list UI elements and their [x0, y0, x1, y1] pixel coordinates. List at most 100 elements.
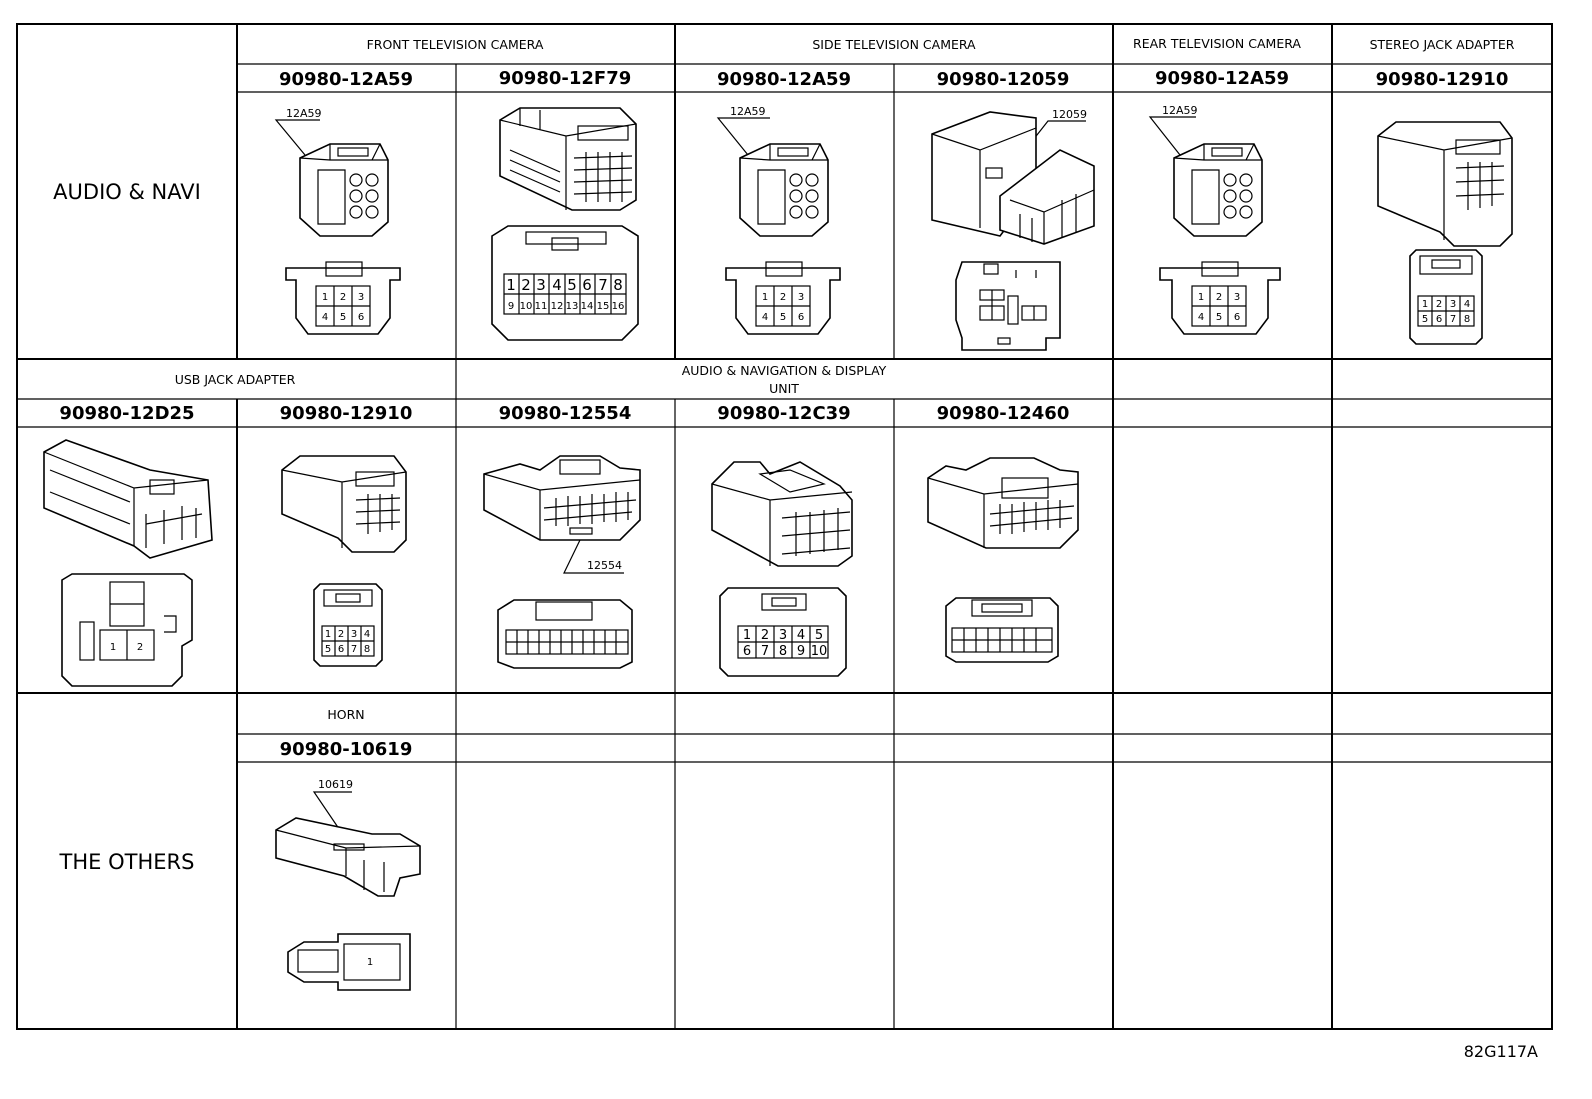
pin-2: 2 [340, 292, 346, 303]
pin-face-view: 1 2 3 4 5 6 7 8 [313, 583, 383, 667]
header-front-camera: FRONT TELEVISION CAMERA [367, 37, 544, 52]
pin-1: 1 [1422, 299, 1428, 310]
pin-3: 3 [536, 276, 546, 294]
pin-6: 6 [798, 312, 804, 323]
pin-face-view: 1 2 3 4 5 6 7 8 9 10 11 12 13 14 15 16 [491, 225, 639, 341]
part-number-front-1: 90980-12A59 [279, 69, 413, 90]
pin-5: 5 [1422, 314, 1428, 325]
connector-12910-usb: 1 2 3 4 5 6 7 8 [281, 455, 407, 667]
connector-12554: 12554 [483, 455, 641, 669]
header-stereo-jack: STEREO JACK ADAPTER [1370, 37, 1515, 52]
pin-5: 5 [815, 628, 823, 643]
pin-5: 5 [325, 644, 331, 655]
pin-1: 1 [743, 628, 751, 643]
pin-face-view: 1 2 3 4 5 6 [1159, 261, 1281, 335]
pin-6: 6 [358, 312, 364, 323]
pin-4: 4 [364, 629, 370, 640]
header-horn: HORN [327, 707, 364, 722]
header-audio-nav-line2: UNIT [769, 381, 799, 396]
leader-tag: 12554 [587, 559, 622, 572]
part-number-stereo: 90980-12910 [1376, 69, 1509, 90]
pin-3: 3 [351, 629, 357, 640]
pin-14: 14 [581, 301, 594, 312]
pin-12: 12 [551, 301, 564, 312]
pin-11: 11 [535, 301, 548, 312]
pin-6: 6 [582, 276, 592, 294]
pin-face-view: 1 2 3 4 5 6 [285, 261, 401, 335]
pin-6: 6 [1436, 314, 1442, 325]
pin-2: 2 [1436, 299, 1442, 310]
leader-tag: 12A59 [286, 107, 322, 120]
pin-6: 6 [338, 644, 344, 655]
connector-12c39: 1 2 3 4 5 6 7 8 9 10 [711, 461, 853, 677]
pin-4: 4 [1198, 312, 1204, 323]
pin-4: 4 [322, 312, 328, 323]
leader-tag: 12A59 [1162, 104, 1198, 117]
pin-3: 3 [1234, 292, 1240, 303]
part-number-front-2: 90980-12F79 [499, 68, 632, 89]
pin-10: 10 [811, 644, 828, 659]
pin-1: 1 [322, 292, 328, 303]
pin-9: 9 [508, 301, 514, 312]
pin-5: 5 [567, 276, 577, 294]
pin-1: 1 [762, 292, 768, 303]
pin-8: 8 [779, 644, 787, 659]
pin-5: 5 [780, 312, 786, 323]
pin-3: 3 [798, 292, 804, 303]
pin-10: 10 [520, 301, 533, 312]
connector-12a59-rear: 12A59 1 2 3 4 5 6 [1148, 104, 1281, 335]
pin-1: 1 [110, 642, 116, 653]
leader-line [716, 117, 770, 156]
pin-4: 4 [797, 628, 805, 643]
part-number-usb-2: 90980-12910 [280, 403, 413, 424]
header-side-camera: SIDE TELEVISION CAMERA [812, 37, 976, 52]
header-rear-camera: REAR TELEVISION CAMERA [1133, 36, 1301, 51]
pin-face-view [497, 599, 633, 669]
pin-4: 4 [552, 276, 562, 294]
pin-1: 1 [506, 276, 516, 294]
table-grid [16, 23, 1553, 1030]
pin-5: 5 [1216, 312, 1222, 323]
pin-face-view [955, 261, 1061, 351]
pin-6: 6 [743, 644, 751, 659]
connector-12f79: 1 2 3 4 5 6 7 8 9 10 11 12 13 14 15 16 [491, 107, 639, 341]
leader-tag: 12059 [1052, 108, 1087, 121]
pin-7: 7 [351, 644, 357, 655]
part-number-side-2: 90980-12059 [937, 69, 1070, 90]
leader-tag: 12A59 [730, 105, 766, 118]
diagram-code: 82G117A [1464, 1042, 1538, 1061]
pin-face-view: 1 2 3 4 5 6 7 8 [1409, 249, 1483, 345]
connector-12059: 12059 [931, 108, 1095, 351]
pin-3: 3 [358, 292, 364, 303]
part-number-audio-1: 90980-12554 [499, 403, 632, 424]
pin-7: 7 [598, 276, 608, 294]
pin-8: 8 [364, 644, 370, 655]
pin-face-view: 1 2 [61, 573, 193, 687]
part-number-horn: 90980-10619 [280, 739, 413, 760]
pin-1: 1 [1198, 292, 1204, 303]
connector-12460 [927, 457, 1079, 663]
header-audio-nav-line1: AUDIO & NAVIGATION & DISPLAY [682, 363, 887, 378]
pin-15: 15 [597, 301, 610, 312]
pin-16: 16 [612, 301, 625, 312]
connector-12d25: 1 2 [43, 439, 213, 687]
pin-face-view: 1 [287, 933, 411, 991]
pin-1: 1 [367, 957, 373, 968]
pin-1: 1 [325, 629, 331, 640]
part-number-audio-3: 90980-12460 [937, 403, 1070, 424]
row-label-the-others: THE OTHERS [59, 850, 195, 874]
connector-12910-stereo: 1 2 3 4 5 6 7 8 [1377, 121, 1513, 345]
part-number-usb-1: 90980-12D25 [59, 403, 194, 424]
pin-13: 13 [566, 301, 579, 312]
pin-2: 2 [338, 629, 344, 640]
pin-face-view: 1 2 3 4 5 6 [725, 261, 841, 335]
pin-4: 4 [1464, 299, 1470, 310]
pin-7: 7 [761, 644, 769, 659]
pin-2: 2 [1216, 292, 1222, 303]
pin-8: 8 [1464, 314, 1470, 325]
leader-line [1148, 116, 1196, 156]
part-number-rear: 90980-12A59 [1155, 68, 1289, 89]
pin-4: 4 [762, 312, 768, 323]
pin-3: 3 [779, 628, 787, 643]
